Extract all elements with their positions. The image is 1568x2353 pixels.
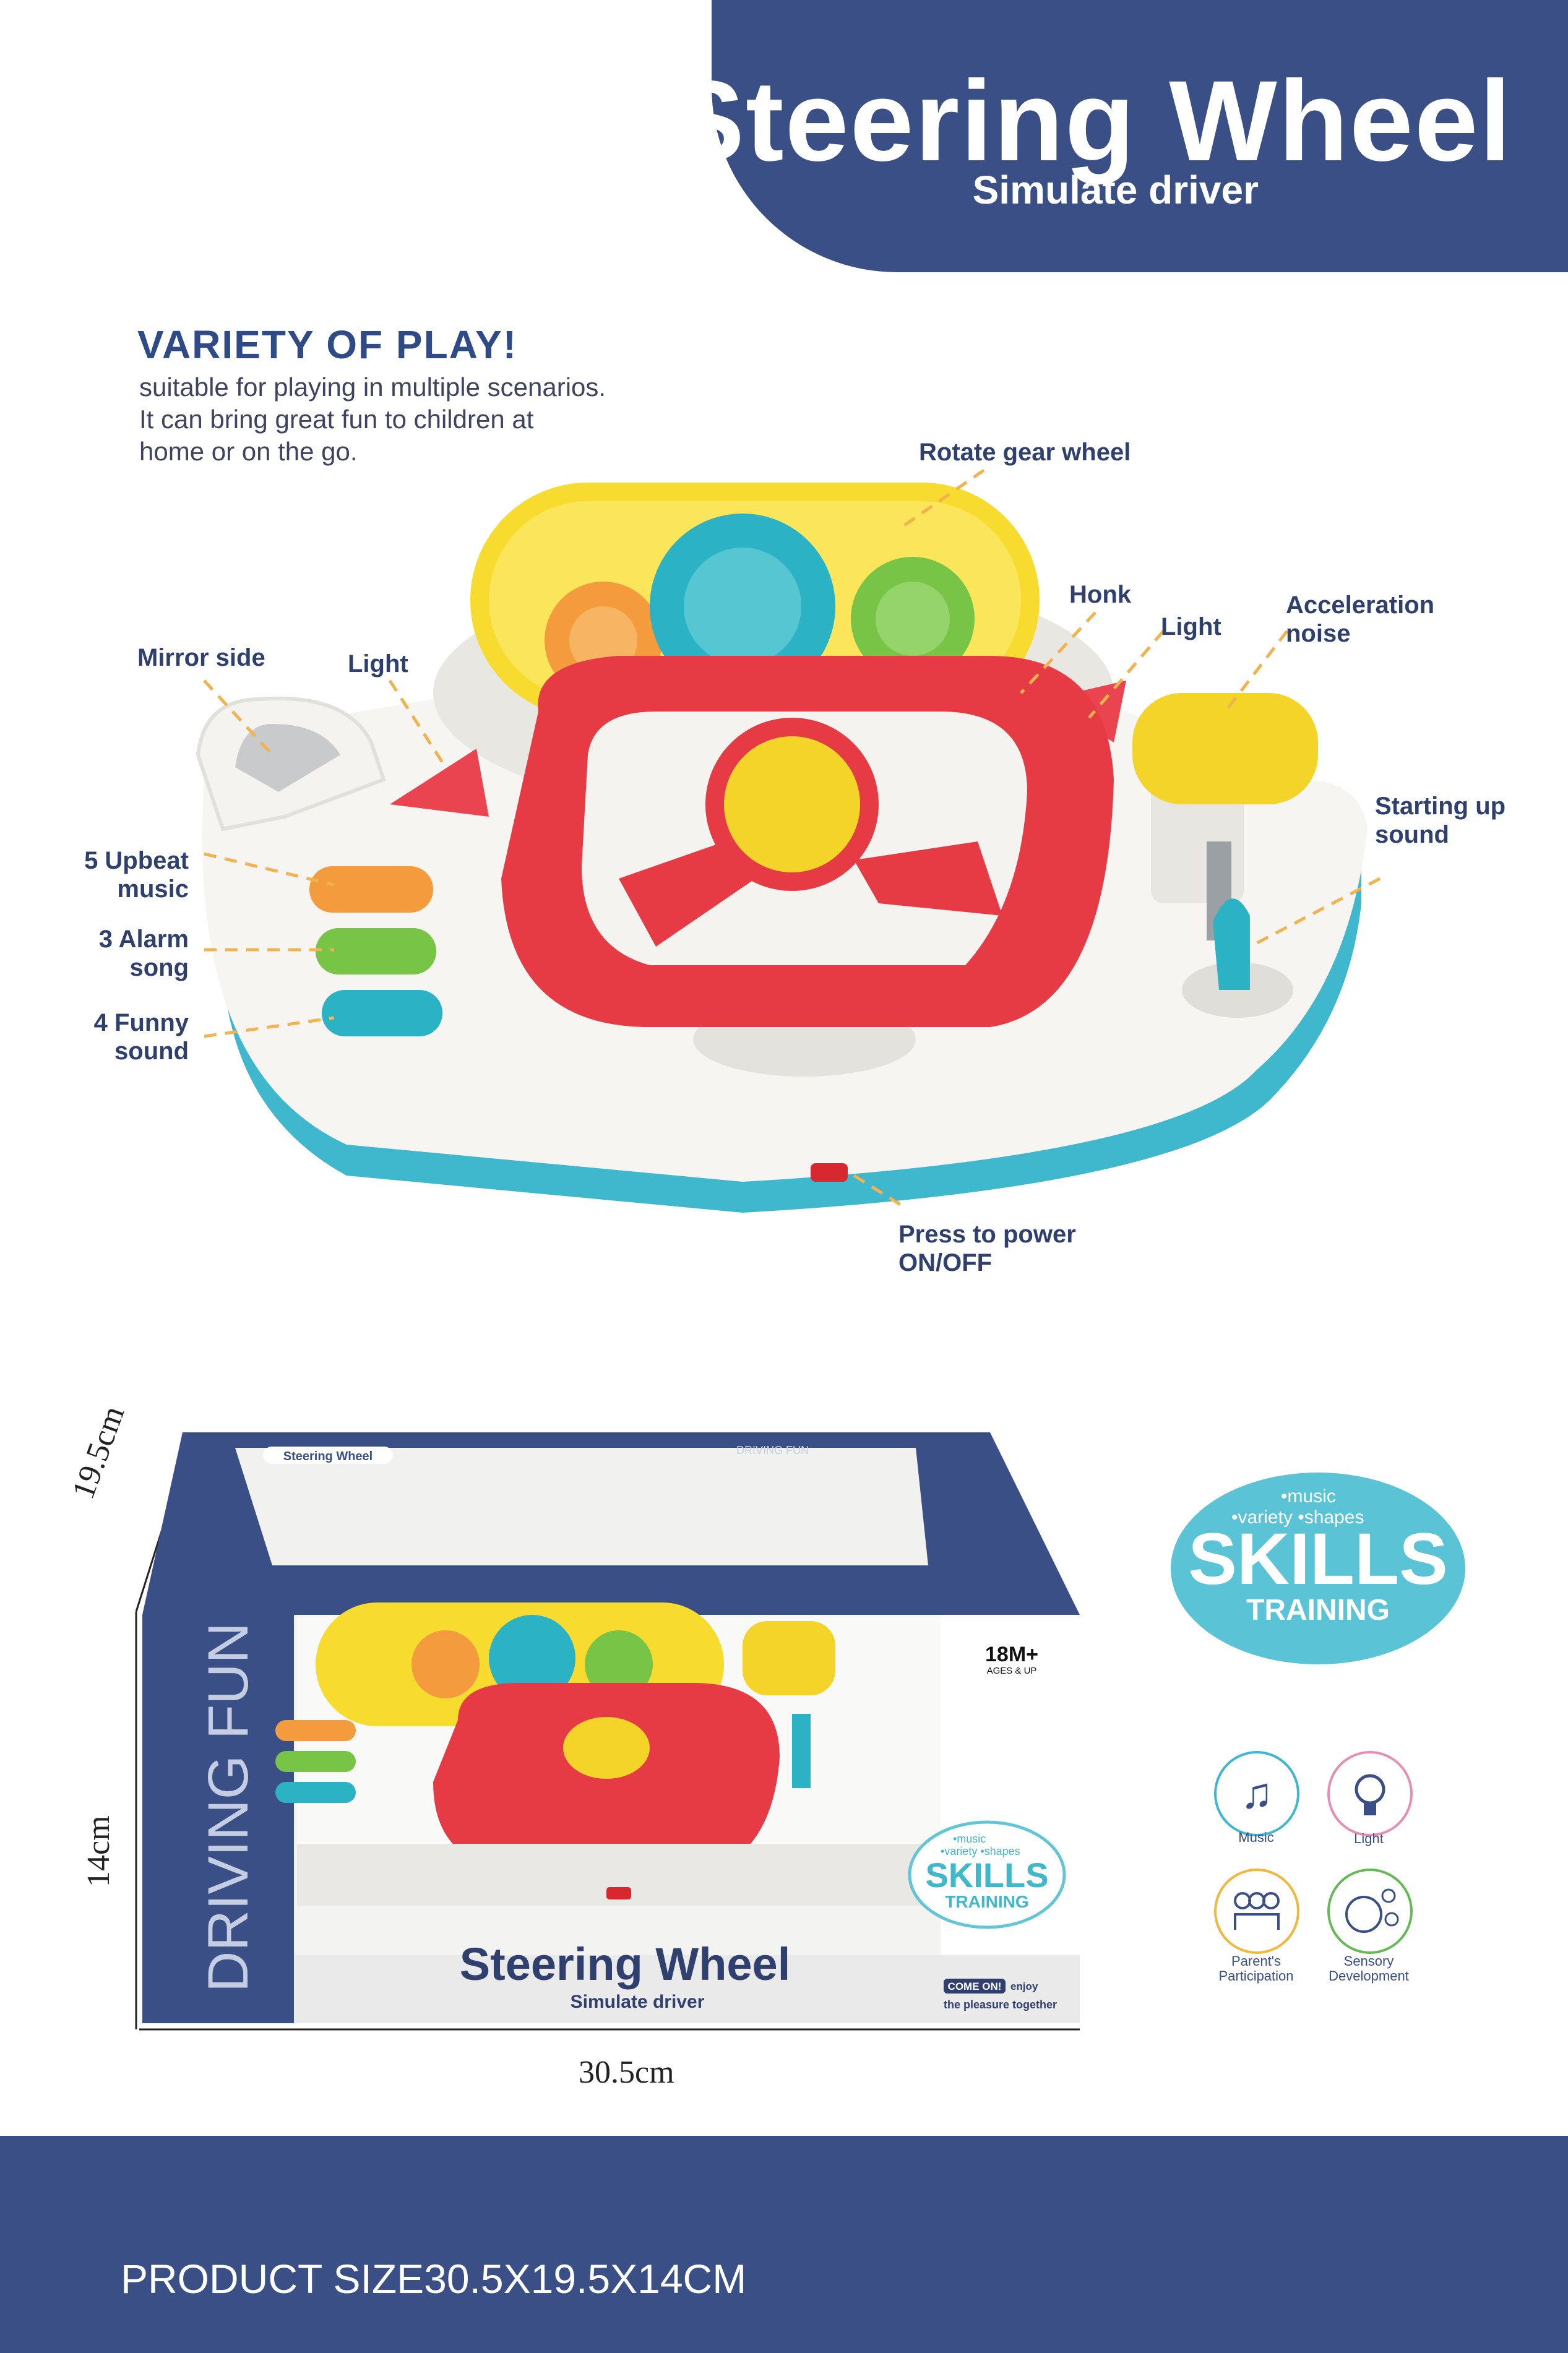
- box-toy-image: [275, 1602, 941, 1906]
- mirror-side: [196, 696, 386, 832]
- callout-line: Press to power: [898, 1221, 1076, 1248]
- box-top-right-label: DRIVING FUN: [736, 1444, 809, 1456]
- skills-sub: TRAINING: [1246, 1594, 1390, 1627]
- variety-line: It can bring great fun to children at: [139, 405, 534, 434]
- box-skills-badge: •music •variety •shapes SKILLS TRAINING: [908, 1820, 1066, 1929]
- footer-band: [0, 2136, 1568, 2353]
- callout-line: ON/OFF: [898, 1249, 993, 1276]
- start-key: [1182, 898, 1293, 1018]
- age-label: 18M+: [985, 1643, 1038, 1666]
- callout-mirror: Mirror side: [137, 644, 265, 671]
- skills-tag-2: •variety •shapes: [1231, 1507, 1364, 1528]
- dimension-width: 30.5cm: [579, 2055, 674, 2090]
- callout-lines: [203, 468, 1381, 1208]
- feature-label-parents: Parent's Participation: [1218, 1953, 1294, 1984]
- box-side-text: DRIVING FUN: [197, 1622, 260, 1992]
- svg-text:♫: ♫: [1241, 1769, 1273, 1817]
- age-sub-label: AGES & UP: [987, 1666, 1037, 1676]
- teal-gear: [650, 514, 835, 699]
- callout-line: sound: [1375, 821, 1449, 848]
- upbeat-music-button: [309, 866, 433, 913]
- callout-line: 4 Funny: [93, 1009, 189, 1036]
- callout-honk: Honk: [1069, 581, 1131, 608]
- callout-light-right: Light: [1161, 613, 1221, 640]
- box-side-panel: [142, 1615, 294, 2023]
- skills-tag-1: •music: [1281, 1486, 1336, 1507]
- variety-description: suitable for playing in multiple scenari…: [139, 371, 696, 468]
- callout-upbeat: 5 Upbeat music: [62, 846, 189, 903]
- callout-alarm: 3 Alarm song: [62, 925, 189, 982]
- feature-label-light: Light: [1354, 1831, 1384, 1846]
- callout-light-left: Light: [348, 650, 408, 678]
- feature-label-sensory: Sensory Development: [1329, 1953, 1409, 1984]
- badge-title: SKILLS: [925, 1856, 1048, 1895]
- callout-funny: 4 Funny sound: [62, 1009, 189, 1065]
- box-front-title: Steering Wheel: [460, 1938, 791, 1990]
- feature-label-music: Music: [1238, 1830, 1274, 1845]
- alarm-song-button: [316, 928, 436, 974]
- callout-power: Press to power ON/OFF: [898, 1220, 1076, 1277]
- sensory-face-icon: [1327, 1869, 1413, 1954]
- callout-line: music: [117, 875, 189, 903]
- left-light-button: [390, 749, 489, 817]
- callout-line: Acceleration: [1286, 591, 1435, 619]
- music-notes-icon: ♫: [1214, 1751, 1299, 1836]
- light-bulb-icon: [1327, 1751, 1413, 1836]
- come-on-label: COME ON!: [948, 1981, 1002, 1992]
- dimension-depth: 14cm: [81, 1815, 116, 1887]
- callout-line: 5 Upbeat: [84, 847, 189, 874]
- callout-line: 3 Alarm: [98, 926, 189, 953]
- box-front-subtitle: Simulate driver: [571, 1992, 705, 2012]
- power-switch: [811, 1163, 848, 1182]
- page-title: Steering Wheel: [668, 58, 1512, 185]
- skills-badge: •music •variety •shapes SKILLS TRAINING: [1171, 1473, 1465, 1664]
- callout-acceleration: Acceleration noise: [1286, 591, 1434, 648]
- box-top-label: Steering Wheel: [283, 1450, 373, 1463]
- package-box: Steering Wheel DRIVING FUN DRIVING FUN S…: [135, 1432, 1080, 2031]
- family-icon: [1214, 1869, 1299, 1954]
- funny-sound-button: [322, 990, 442, 1036]
- badge-tag: •variety •shapes: [941, 1845, 1020, 1857]
- badge-sub: TRAINING: [945, 1892, 1028, 1911]
- badge-tag: •music: [953, 1833, 986, 1845]
- acceleration-lever: [1132, 693, 1318, 940]
- come-on-tail: enjoy: [1010, 1981, 1038, 1992]
- green-gear: [851, 557, 975, 681]
- header-banner: [712, 0, 1568, 272]
- steering-wheel: [501, 656, 1114, 1077]
- callout-line: noise: [1286, 620, 1351, 647]
- toy-illustration: [196, 468, 1381, 1213]
- callout-line: song: [129, 954, 189, 981]
- skills-title: SKILLS: [1188, 1518, 1448, 1600]
- callout-starting: Starting up sound: [1375, 792, 1506, 849]
- variety-line: suitable for playing in multiple scenari…: [139, 372, 606, 402]
- product-size: PRODUCT SIZE30.5X19.5X14CM: [121, 2256, 747, 2302]
- callout-line: Starting up: [1375, 793, 1506, 820]
- page-subtitle: Simulate driver: [972, 168, 1259, 212]
- come-on-line2: the pleasure together: [944, 1998, 1057, 2011]
- callout-line: sound: [114, 1038, 189, 1065]
- callout-rotate-gear: Rotate gear wheel: [919, 439, 1131, 466]
- variety-heading: VARIETY OF PLAY!: [137, 322, 518, 367]
- variety-line: home or on the go.: [139, 437, 358, 466]
